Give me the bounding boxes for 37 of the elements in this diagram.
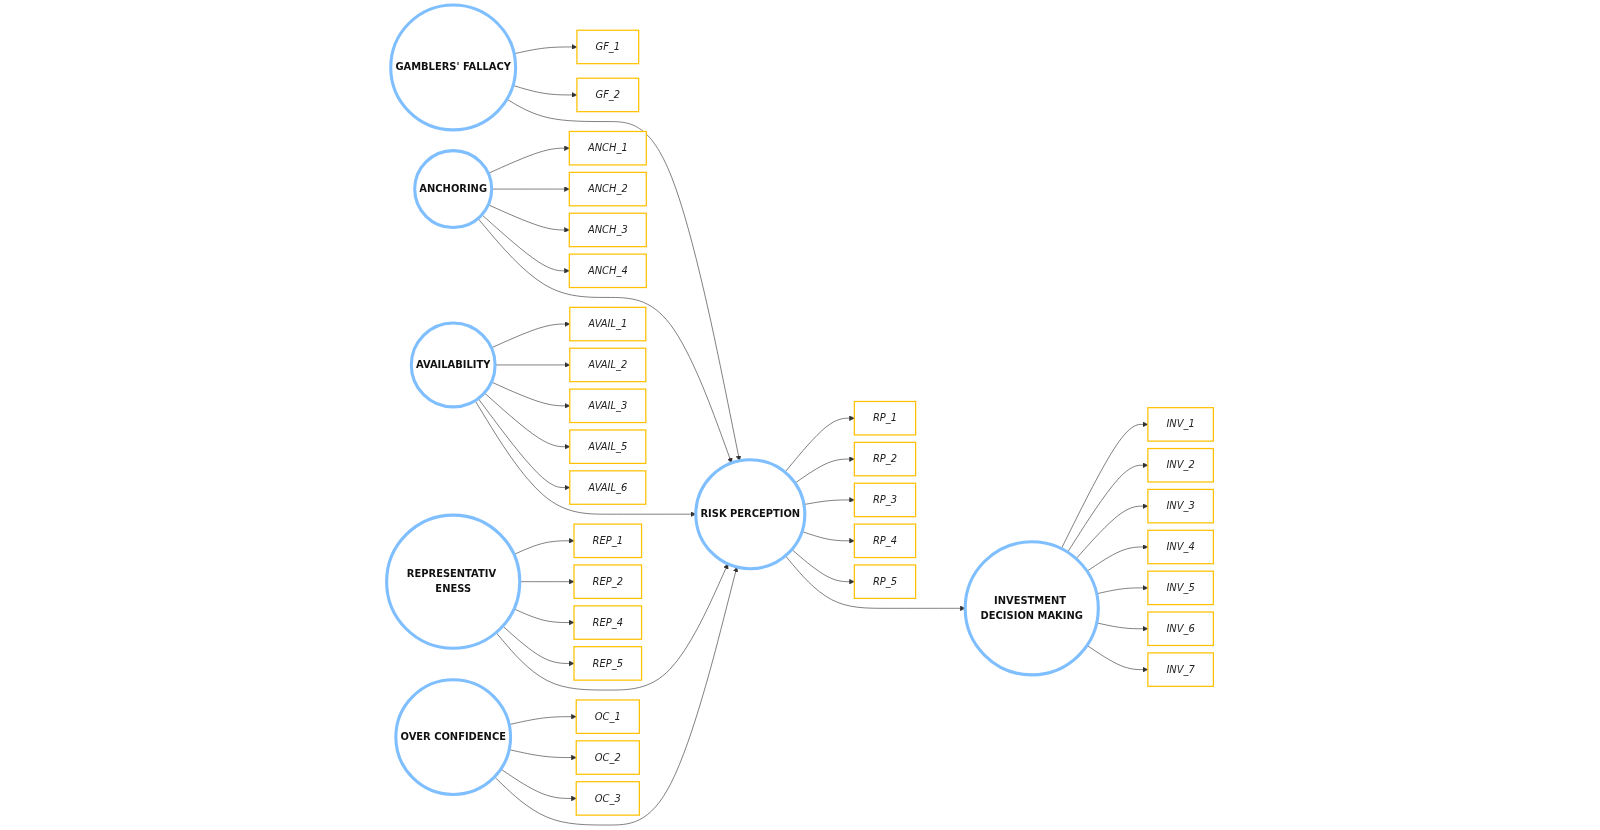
node-box: OC_1	[575, 699, 640, 734]
node-box: INV_6	[1147, 611, 1214, 647]
node-box: REP_2	[573, 564, 643, 599]
node-box: REP_1	[573, 523, 643, 559]
node-box: INV_7	[1147, 652, 1214, 687]
node-box: AVAIL_2	[569, 347, 647, 383]
node-box: ANCH_4	[568, 253, 647, 289]
node-box: ANCH_2	[568, 171, 647, 207]
node-circle: AVAILABILITY	[409, 321, 497, 409]
node-box: ANCH_1	[568, 130, 647, 166]
node-box: OC_3	[575, 781, 640, 816]
node-box: INV_1	[1147, 407, 1214, 442]
node-circle: RISK PERCEPTION	[694, 458, 807, 571]
node-box: REP_5	[573, 646, 643, 681]
node-box: AVAIL_6	[569, 470, 647, 505]
node-box: AVAIL_5	[569, 429, 647, 464]
node-box: RP_1	[853, 400, 917, 436]
node-circle: INVESTMENT DECISION MAKING	[963, 540, 1100, 677]
node-circle: ANCHORING	[413, 149, 494, 230]
node-box: RP_5	[853, 564, 917, 599]
node-box: INV_5	[1147, 570, 1214, 606]
node-circle: OVER CONFIDENCE	[394, 678, 513, 797]
node-box: GF_2	[576, 77, 640, 113]
node-box: RP_4	[853, 523, 917, 559]
node-box: RP_3	[853, 482, 917, 518]
node-box: ANCH_3	[568, 212, 647, 248]
node-box: REP_4	[573, 605, 643, 640]
node-box: OC_2	[575, 740, 640, 775]
node-box: INV_4	[1147, 529, 1214, 565]
node-box: GF_1	[576, 29, 640, 65]
node-circle: REPRESENTATIV ENESS	[385, 513, 522, 650]
node-box: INV_3	[1147, 488, 1214, 524]
node-box: INV_2	[1147, 447, 1214, 483]
node-circle: GAMBLERS' FALLACY	[389, 3, 518, 132]
node-box: AVAIL_1	[569, 306, 647, 342]
node-box: RP_2	[853, 441, 917, 477]
node-box: AVAIL_3	[569, 388, 647, 424]
